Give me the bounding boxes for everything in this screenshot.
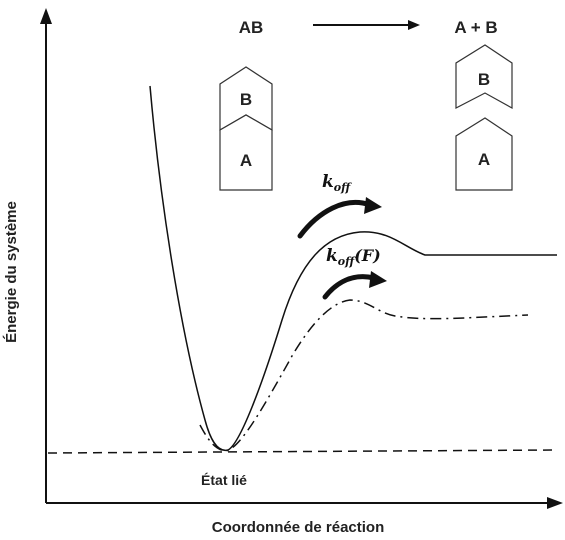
- koff-force-suffix: (F): [354, 246, 381, 265]
- block-a-free-label: A: [478, 150, 490, 169]
- reaction-arrow-icon: [408, 20, 420, 30]
- koff-sub: off: [334, 181, 352, 194]
- block-a-free: [455, 117, 513, 191]
- koff-force-label: koff(F): [326, 246, 381, 268]
- block-b-free-label: B: [478, 70, 490, 89]
- koff-arrow: [297, 199, 373, 239]
- block-b-bound-label: B: [240, 90, 252, 109]
- energy-curve-with-force: [199, 299, 529, 452]
- bound-state-baseline: [47, 449, 557, 454]
- y-axis-arrow-icon: [40, 8, 52, 24]
- koff-arrow-icon: [364, 197, 382, 214]
- block-a-bound-label: A: [240, 151, 252, 170]
- koff-label: koff: [322, 172, 352, 194]
- koff-force-sub: off: [338, 255, 356, 268]
- energy-curve-no-force: [149, 85, 557, 452]
- koff-force-arrow-icon: [369, 271, 387, 288]
- products-label: A + B: [454, 18, 497, 37]
- x-axis-arrow-icon: [547, 497, 563, 509]
- koff-main: k: [322, 172, 334, 192]
- koff-force-arrow: [322, 274, 377, 300]
- reactant-label: AB: [239, 18, 264, 37]
- y-axis-label: Énergie du système: [3, 201, 20, 343]
- block-b-free: [455, 44, 513, 110]
- koff-force-main: k: [326, 246, 338, 266]
- block-a-bound: [219, 114, 273, 191]
- x-axis-label: Coordonnée de réaction: [212, 519, 385, 536]
- bound-state-label: État lié: [201, 472, 247, 488]
